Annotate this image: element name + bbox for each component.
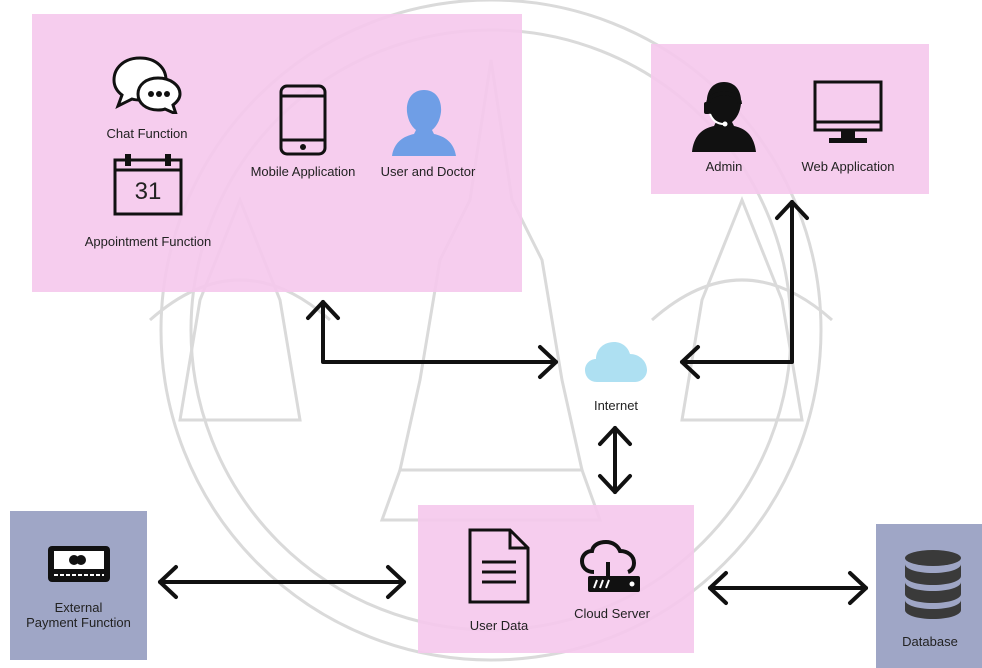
user-and-doctor-label: User and Doctor <box>380 164 476 179</box>
database-label: Database <box>902 634 958 649</box>
cloud-icon <box>585 342 647 382</box>
document-icon <box>468 528 530 604</box>
arrow-mobile-internet <box>321 300 558 364</box>
user-data-label: User Data <box>469 618 529 633</box>
web-group-box <box>651 44 929 194</box>
calendar-icon <box>113 154 183 216</box>
user-icon <box>392 90 456 156</box>
appointment-function-label: Appointment Function <box>84 234 212 249</box>
payment-label-text: External Payment Function <box>26 600 131 630</box>
calendar-day: 31 <box>134 178 162 205</box>
admin-icon <box>692 82 756 152</box>
cloud-server-label: Cloud Server <box>574 606 650 621</box>
mobile-application-label: Mobile Application <box>250 164 356 179</box>
internet-label: Internet <box>593 398 639 413</box>
database-icon <box>905 550 961 619</box>
arrow-internet-web <box>680 200 794 364</box>
payment-label: External Payment Function <box>12 600 145 630</box>
chat-icon <box>112 56 182 114</box>
chat-function-label: Chat Function <box>106 126 188 141</box>
cloud-server-icon <box>580 540 640 592</box>
monitor-icon <box>813 80 883 143</box>
mobile-phone-icon <box>279 84 327 156</box>
payment-box <box>10 511 147 660</box>
web-application-label: Web Application <box>801 159 895 174</box>
credit-card-icon <box>48 546 110 582</box>
admin-label: Admin <box>705 159 743 174</box>
server-group-box <box>418 505 694 653</box>
